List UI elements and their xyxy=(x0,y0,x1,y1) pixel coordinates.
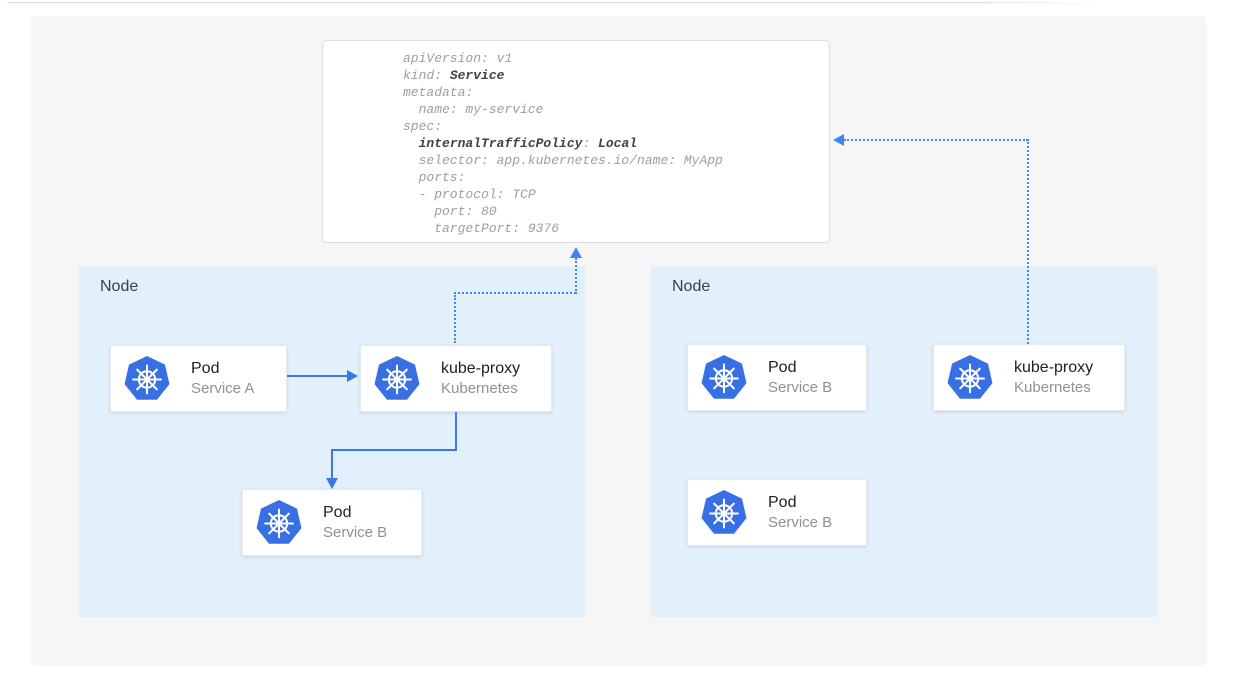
kubernetes-icon xyxy=(373,355,421,403)
card-title: Pod xyxy=(768,359,797,376)
yaml-line: spec: xyxy=(403,119,443,134)
node-right: Node xyxy=(651,266,1157,617)
dotted-right-kube-proxy-segment-v xyxy=(1027,139,1029,344)
kubernetes-icon xyxy=(700,489,748,537)
card-subtitle: Service B xyxy=(768,379,833,396)
card-title: Pod xyxy=(768,494,797,511)
card-title: kube-proxy xyxy=(1014,359,1094,376)
card-kube-proxy-right: kube-proxy Kubernetes xyxy=(933,344,1125,411)
card-pod-service-b-left: Pod Service B xyxy=(242,489,422,556)
yaml-line: port: 80 xyxy=(403,204,497,219)
yaml-code-block: apiVersion: v1 kind: Service metadata: n… xyxy=(403,50,821,237)
arrow-kube-proxy-to-pod-b-segment-h xyxy=(331,449,457,451)
card-kube-proxy-left: kube-proxy Kubernetes xyxy=(360,345,552,412)
arrow-pod-a-to-kube-proxy-head xyxy=(347,370,358,382)
kubernetes-icon xyxy=(946,354,994,402)
card-title: Pod xyxy=(191,360,220,377)
yaml-line: selector: app.kubernetes.io/name: MyApp xyxy=(403,153,723,168)
card-subtitle: Kubernetes xyxy=(1014,379,1091,396)
kubernetes-icon xyxy=(123,355,171,403)
arrow-kube-proxy-to-pod-b-segment-v2 xyxy=(331,449,333,479)
yaml-line: metadata: xyxy=(403,85,474,100)
dotted-left-kube-proxy-segment-v2 xyxy=(575,258,577,294)
card-subtitle: Kubernetes xyxy=(441,380,518,397)
yaml-line: kind: Service xyxy=(403,68,505,83)
card-subtitle: Service B xyxy=(323,524,388,541)
card-subtitle: Service A xyxy=(191,380,255,397)
dotted-right-kube-proxy-segment-h xyxy=(844,139,1028,141)
dotted-left-kube-proxy-segment-v1 xyxy=(454,295,456,343)
card-title: kube-proxy xyxy=(441,360,521,377)
arrow-pod-a-to-kube-proxy-line xyxy=(287,375,349,377)
node-left: Node xyxy=(79,266,585,617)
yaml-line: internalTrafficPolicy: Local xyxy=(418,136,638,151)
yaml-line: targetPort: 9376 xyxy=(403,221,560,236)
kubernetes-icon xyxy=(255,499,303,547)
top-divider xyxy=(7,2,1090,3)
yaml-line: ports: xyxy=(403,170,466,185)
dotted-left-kube-proxy-head xyxy=(570,247,582,258)
card-pod-service-b-right-2: Pod Service B xyxy=(687,479,867,546)
card-subtitle: Service B xyxy=(768,514,833,531)
service-yaml-card: apiVersion: v1 kind: Service metadata: n… xyxy=(322,40,830,243)
yaml-line: name: my-service xyxy=(403,102,544,117)
node-left-label: Node xyxy=(100,278,139,295)
dotted-right-kube-proxy-head xyxy=(833,134,844,146)
yaml-line: - protocol: TCP xyxy=(403,187,536,202)
dotted-left-kube-proxy-segment-h xyxy=(454,292,576,294)
yaml-line: apiVersion: v1 xyxy=(403,51,513,66)
kubernetes-icon xyxy=(700,354,748,402)
card-pod-service-b-right-1: Pod Service B xyxy=(687,344,867,411)
card-pod-service-a: Pod Service A xyxy=(110,345,287,412)
arrow-kube-proxy-to-pod-b-head xyxy=(326,478,338,489)
card-title: Pod xyxy=(323,504,352,521)
node-right-label: Node xyxy=(672,278,711,295)
arrow-kube-proxy-to-pod-b-segment-v1 xyxy=(455,412,457,451)
